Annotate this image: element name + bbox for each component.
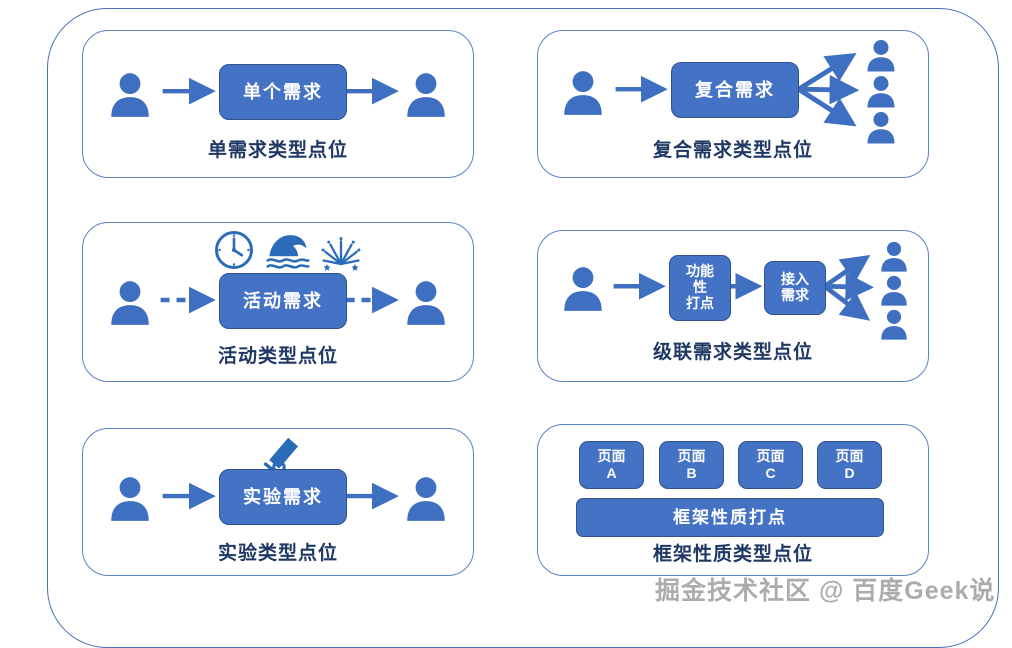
page-box-key: B xyxy=(686,465,697,481)
page-box-label: 页面 xyxy=(835,448,864,465)
panel-caption: 复合需求类型点位 xyxy=(652,140,813,161)
panel-activity-demand: 活动需求 活动类型点位 xyxy=(82,222,474,382)
process-box-functional-tracking[interactable]: 功能 性 打点 xyxy=(669,255,731,321)
person-icon-source xyxy=(558,263,608,313)
watermark-text: 掘金技术社区 @ 百度Geek说 xyxy=(655,577,996,605)
person-icon-target-2 xyxy=(877,273,911,307)
arrow-fanout-3 xyxy=(797,87,857,127)
panel-cascade-demand: 功能 性 打点 接入 需求 级联需求类型点位 xyxy=(537,230,929,382)
page-box-key: C xyxy=(765,465,776,481)
box-line-2: 性 xyxy=(693,279,707,296)
person-icon-target xyxy=(401,69,451,119)
page-box-key: D xyxy=(844,465,855,481)
arrow-fanout-3 xyxy=(823,284,871,321)
person-icon-source xyxy=(558,67,608,117)
panel-caption: 级联需求类型点位 xyxy=(652,342,813,363)
panel-single-demand: 单个需求 单需求类型点位 xyxy=(82,30,474,178)
person-icon-source xyxy=(105,69,155,119)
person-icon-target-2 xyxy=(863,73,899,109)
person-icon-target-3 xyxy=(877,307,911,341)
page-box-label: 页面 xyxy=(756,448,785,465)
panel-caption: 活动类型点位 xyxy=(217,346,338,367)
framework-tracking-bar[interactable]: 框架性质打点 xyxy=(576,498,884,537)
panel-lab-demand: 实验需求 实验类型点位 xyxy=(82,428,474,576)
page-box-b[interactable]: 页面 B xyxy=(659,441,724,489)
person-icon-target-1 xyxy=(863,37,899,73)
person-icon-target xyxy=(401,473,451,523)
panel-caption: 框架性质类型点位 xyxy=(652,544,813,565)
box-line-2: 需求 xyxy=(781,287,809,303)
box-line-3: 打点 xyxy=(686,294,714,311)
panel-caption: 单需求类型点位 xyxy=(207,140,348,161)
arrow-fanout-1 xyxy=(823,254,871,289)
person-icon-source xyxy=(105,473,155,523)
process-box-composite[interactable]: 复合需求 xyxy=(671,62,799,118)
arrow-fanout-2 xyxy=(798,74,860,105)
process-box-lab[interactable]: 实验需求 xyxy=(219,469,347,525)
person-icon-source xyxy=(105,277,155,327)
page-box-label: 页面 xyxy=(677,448,706,465)
wave-icon xyxy=(266,233,310,271)
arrow-fanout-1 xyxy=(797,53,857,92)
page-box-d[interactable]: 页面 D xyxy=(817,441,882,489)
panel-caption: 实验类型点位 xyxy=(217,543,338,564)
person-icon-target-3 xyxy=(863,109,899,145)
page-box-c[interactable]: 页面 C xyxy=(738,441,803,489)
arrow-fanout-2 xyxy=(824,272,875,301)
page-box-key: A xyxy=(606,465,617,481)
process-box-single[interactable]: 单个需求 xyxy=(219,64,347,120)
panel-composite-demand: 复合需求 复合需求类型点位 xyxy=(537,30,929,178)
box-line-1: 功能 xyxy=(686,263,714,280)
page-box-label: 页面 xyxy=(597,448,626,465)
fireworks-icon xyxy=(319,229,363,271)
process-box-activity[interactable]: 活动需求 xyxy=(219,273,347,329)
person-icon-target-1 xyxy=(877,239,911,273)
clock-icon xyxy=(213,229,255,271)
box-line-1: 接入 xyxy=(781,271,809,288)
panel-framework-demand: 页面 A 页面 B 页面 C 页面 D 框架性质打点 框架性质类型点位 xyxy=(537,424,929,576)
process-box-access-demand[interactable]: 接入 需求 xyxy=(764,261,826,315)
person-icon-target xyxy=(401,277,451,327)
page-box-a[interactable]: 页面 A xyxy=(579,441,644,489)
